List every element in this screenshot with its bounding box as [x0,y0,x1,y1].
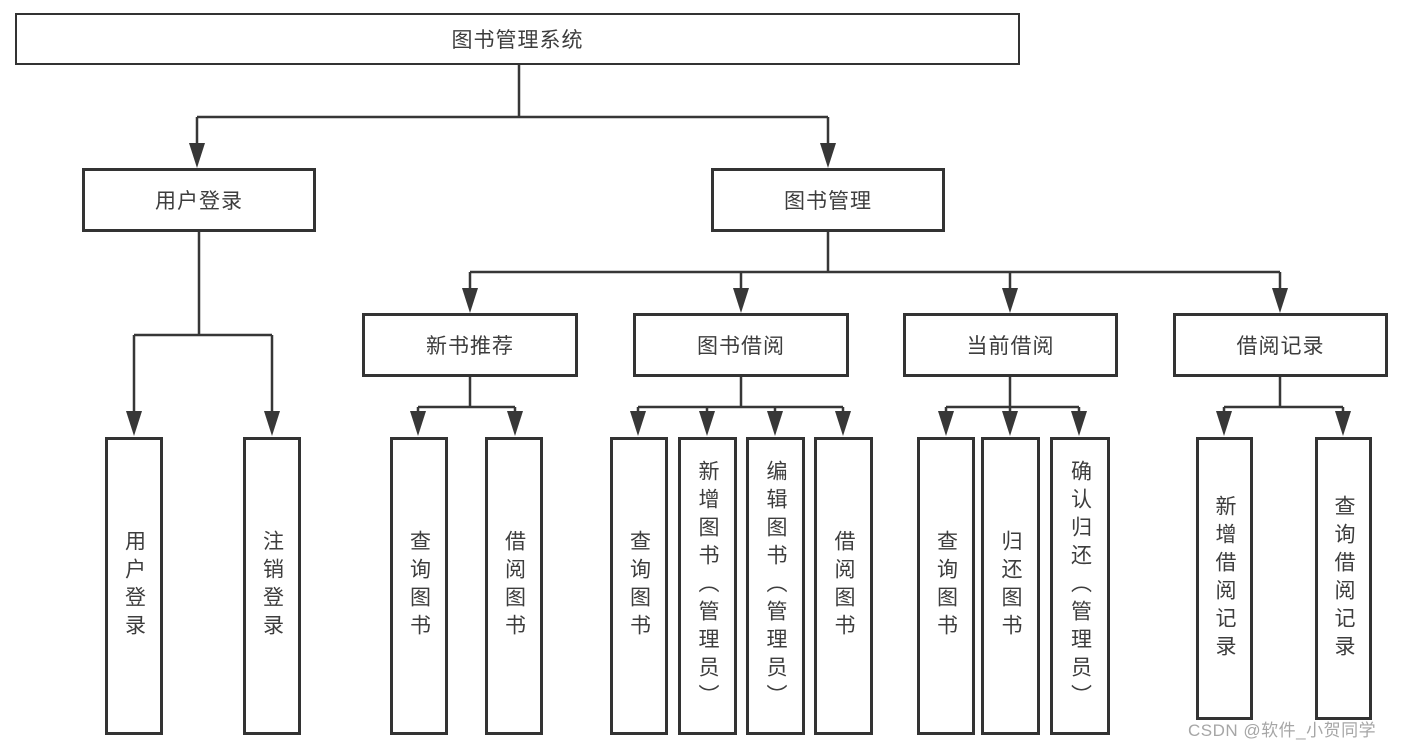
leaf-label: 用户登录 [122,530,146,642]
leaf-label: 归还图书 [999,530,1022,642]
leaf-newbook-borrow-book: 借阅图书 [485,437,543,735]
leaf-label: 借阅图书 [832,530,855,642]
leaf-label: 新增图书（管理员） [696,460,719,712]
leaf-current-query-book: 查询图书 [917,437,975,735]
node-label: 新书推荐 [426,335,514,358]
node-label: 图书借阅 [697,335,785,358]
node-new-book-recommend: 新书推荐 [362,313,578,377]
connector-newbook-to-leaves [416,377,517,415]
node-label: 当前借阅 [966,335,1055,358]
leaf-label: 编辑图书（管理员） [764,460,787,712]
node-book-borrow: 图书借阅 [633,313,849,377]
leaf-newbook-query-book: 查询图书 [390,437,448,735]
connector-currentborrow-to-leaves [944,377,1081,415]
node-label: 图书管理系统 [451,29,584,52]
csdn-watermark: CSDN @软件_小贺同学 [1188,721,1377,740]
leaf-edit-book-admin: 编辑图书（管理员） [746,437,805,735]
connector-bookborrow-to-leaves [636,377,845,415]
leaf-confirm-return-admin: 确认归还（管理员） [1050,437,1110,735]
leaf-user-login: 用户登录 [105,437,163,735]
node-label: 借阅记录 [1236,335,1325,358]
leaf-label: 查询借阅记录 [1332,494,1355,663]
leaf-label: 查询图书 [934,530,958,642]
node-label: 图书管理 [784,190,872,213]
node-label: 用户登录 [155,190,243,213]
leaf-return-book: 归还图书 [981,437,1040,735]
leaf-label: 查询图书 [407,530,431,642]
connector-bookmgmt-to-level3 [468,232,1282,292]
connector-borrowrecord-to-leaves [1222,377,1345,415]
node-borrow-record: 借阅记录 [1173,313,1388,377]
arrowheads [126,143,1351,436]
leaf-borrow-query-book: 查询图书 [610,437,668,735]
node-current-borrow: 当前借阅 [903,313,1118,377]
leaf-query-borrow-record: 查询借阅记录 [1315,437,1372,720]
leaf-label: 借阅图书 [502,530,526,642]
leaf-logout-login: 注销登录 [243,437,301,735]
node-book-management: 图书管理 [711,168,945,232]
leaf-label: 注销登录 [260,530,284,642]
leaf-label: 查询图书 [627,530,651,642]
leaf-label: 新增借阅记录 [1213,494,1236,663]
leaf-add-book-admin: 新增图书（管理员） [678,437,737,735]
connector-userlogin-to-leaves [132,232,274,415]
leaf-add-borrow-record: 新增借阅记录 [1196,437,1253,720]
leaf-label: 确认归还（管理员） [1068,460,1092,712]
connector-root-to-level2 [195,65,830,147]
node-library-management-system: 图书管理系统 [15,13,1020,65]
leaf-borrow-book: 借阅图书 [814,437,873,735]
node-user-login: 用户登录 [82,168,316,232]
